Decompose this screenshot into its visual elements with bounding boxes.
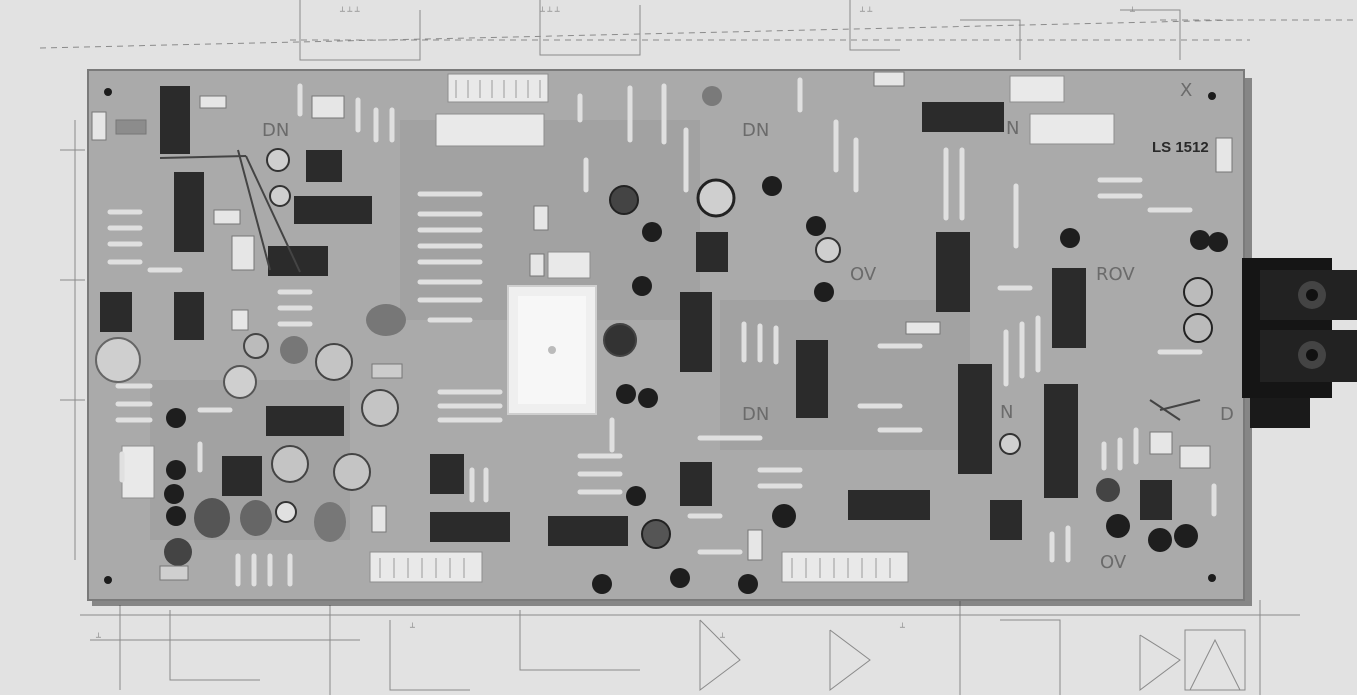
svg-text:┴: ┴ bbox=[719, 632, 725, 642]
svg-text:┴ ┴ ┴: ┴ ┴ ┴ bbox=[539, 6, 560, 16]
silk-d: D bbox=[1220, 404, 1234, 425]
silk-dn-2: DN bbox=[742, 120, 769, 141]
silk-n-1: N bbox=[1006, 118, 1019, 139]
schematic-lines bbox=[39, 0, 1357, 695]
silk-ov-2: OV bbox=[1100, 552, 1127, 573]
pin-headers bbox=[121, 73, 1115, 583]
svg-text:┴: ┴ bbox=[899, 622, 905, 632]
ic-chips bbox=[100, 86, 1172, 546]
svg-text:┴ ┴ ┴: ┴ ┴ ┴ bbox=[339, 6, 360, 16]
svg-text:┴: ┴ bbox=[95, 632, 101, 642]
relay bbox=[507, 285, 597, 415]
silk-dn-1: DN bbox=[262, 120, 289, 141]
silk-dn-3: DN bbox=[742, 404, 769, 425]
mounting-holes bbox=[104, 88, 1216, 584]
capacitors bbox=[95, 148, 1213, 549]
silk-rov: ROV bbox=[1096, 264, 1135, 285]
svg-text:┴ ┴: ┴ ┴ bbox=[859, 6, 872, 16]
silkscreen-markings: LS 1512 DN DN DN OV ROV OV N N D X bbox=[262, 80, 1234, 573]
svg-text:┴: ┴ bbox=[1129, 6, 1135, 16]
blob-capacitors bbox=[164, 86, 722, 566]
silk-x: X bbox=[1180, 80, 1192, 101]
board-model-label: LS 1512 bbox=[1152, 139, 1209, 156]
svg-text:┴: ┴ bbox=[409, 622, 415, 632]
trimmer-potentiometers bbox=[271, 323, 637, 491]
silk-ov-1: OV bbox=[850, 264, 877, 285]
audio-connector bbox=[1242, 258, 1357, 428]
jumper-wires bbox=[159, 149, 1201, 421]
resistors-horizontal bbox=[107, 177, 1203, 555]
resistors-vertical bbox=[119, 77, 1217, 587]
silk-n-2: N bbox=[1000, 402, 1013, 423]
transistors bbox=[164, 176, 1228, 594]
pin-header-slots bbox=[379, 80, 891, 578]
small-components bbox=[91, 71, 1233, 581]
schematic-annotations: ┴ ┴ ┴ ┴ ┴ ┴ ┴ ┴ ┴ ┴ ┴ ┴ ┴ bbox=[95, 6, 1135, 642]
